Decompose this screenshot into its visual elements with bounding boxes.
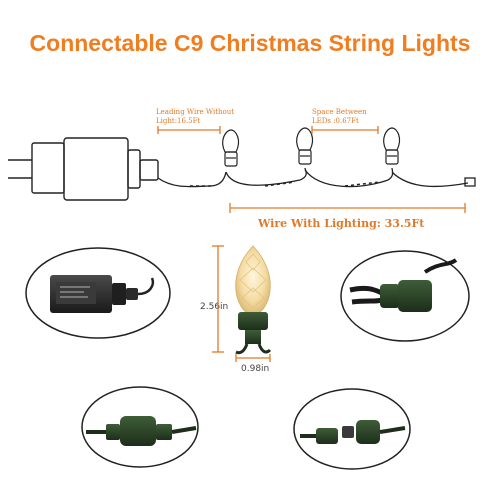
disconnected-plug-detail-circle (293, 388, 411, 470)
leading-wire-label-line2: Light:16.5Ft (156, 117, 201, 125)
wire-with-lighting-label: Wire With Lighting: 33.5Ft (258, 217, 425, 230)
bulb-width-dimension-line (235, 354, 271, 362)
light-string-wire (157, 167, 469, 188)
bulb-height-label: 2.56in (200, 302, 229, 312)
connected-plug-detail-circle (81, 386, 199, 468)
led-spacing-label-line1: Space Between (312, 108, 367, 116)
adapter-detail-circle (25, 247, 171, 339)
led-spacing-label: Space Between LEDs :0.67Ft (312, 108, 367, 126)
wire-dashes (190, 181, 381, 187)
bulb-height-dimension-line (212, 245, 224, 353)
bulb-outline-1 (222, 129, 240, 167)
led-spacing-dimension-line (311, 126, 379, 134)
bulb-outline-3 (383, 127, 401, 165)
c9-bulb-photo (235, 245, 272, 355)
bulb-base (238, 312, 268, 330)
page-title: Connectable C9 Christmas String Lights (29, 30, 471, 56)
bulb-width-label: 0.98in (241, 364, 270, 374)
end-connector-drawing (464, 177, 476, 187)
led-spacing-label-line2: LEDs :0.67Ft (312, 117, 359, 125)
connector-detail-circle (340, 250, 470, 342)
power-adapter-drawing (8, 137, 159, 201)
lighting-wire-dimension-line (229, 203, 466, 213)
leading-wire-label-line1: Leading Wire Without (156, 108, 235, 116)
leading-wire-label: Leading Wire Without Light:16.5Ft (156, 108, 234, 126)
leading-wire-dimension-line (157, 126, 221, 134)
bulb-outline-2 (296, 127, 314, 165)
